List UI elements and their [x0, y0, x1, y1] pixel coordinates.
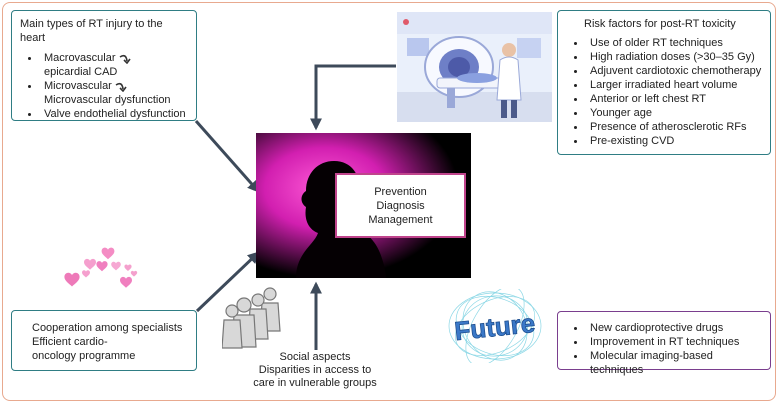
social-aspects-text: Social aspects Disparities in access to …	[230, 351, 400, 390]
list-item: Younger age	[586, 106, 762, 120]
future-directions-list: New cardioprotective drugs Improvement i…	[566, 321, 762, 377]
list-item: Improvement in RT techniques	[586, 335, 762, 349]
curved-arrow-icon	[119, 54, 131, 65]
risk-factors-box: Risk factors for post-RT toxicity Use of…	[557, 10, 771, 155]
risk-factors-title: Risk factors for post-RT toxicity	[584, 18, 736, 30]
list-item: Adjuvent cardiotoxic chemotherapy	[586, 64, 762, 78]
radiotherapy-room-illustration	[397, 12, 552, 122]
future-graphic: Future	[448, 289, 542, 363]
cooperation-line: Cooperation among specialists	[32, 322, 183, 334]
list-item: Microvascular Microvascular dysfunction	[40, 79, 188, 107]
list-item: High radiation doses (>30–35 Gy)	[586, 50, 762, 64]
center-line-diagnosis: Diagnosis	[376, 200, 425, 212]
list-item: Molecular imaging-based techniques	[586, 349, 762, 377]
rt-injury-types-title: Main types of RT injury to the heart	[20, 18, 163, 44]
social-line: Social aspects	[279, 351, 351, 363]
list-item-text: epicardial CAD	[44, 66, 118, 78]
diagram-frame	[2, 2, 776, 401]
list-item-text: Microvascular	[44, 80, 112, 92]
list-item: Pre-existing CVD	[586, 134, 762, 148]
list-item: New cardioprotective drugs	[586, 321, 762, 335]
prevention-diagnosis-management-box: Prevention Diagnosis Management	[335, 173, 466, 238]
people-group-icon	[222, 287, 281, 349]
list-item: Macrovascular epicardial CAD	[40, 51, 188, 79]
list-item: Anterior or left chest RT	[586, 92, 762, 106]
curved-arrow-icon	[115, 82, 127, 93]
social-line: care in vulnerable groups	[253, 377, 377, 389]
rt-injury-types-list: Macrovascular epicardial CAD Microvascul…	[20, 51, 188, 121]
list-item-text: Macrovascular	[44, 52, 116, 64]
center-line-management: Management	[368, 214, 433, 226]
arrow-cooperation-to-center	[195, 251, 260, 313]
cooperation-line: Efficient cardio-	[32, 336, 108, 348]
list-item: Presence of atherosclerotic RFs	[586, 120, 762, 134]
list-item: Use of older RT techniques	[586, 36, 762, 50]
arrow-injury-to-center	[194, 120, 260, 193]
risk-factors-list: Use of older RT techniques High radiatio…	[566, 36, 762, 148]
cooperation-line: oncology programme	[32, 350, 136, 362]
list-item-text: Microvascular dysfunction	[44, 94, 171, 106]
social-line: Disparities in access to	[258, 364, 372, 376]
future-directions-box: New cardioprotective drugs Improvement i…	[557, 311, 771, 376]
list-item: Valve endothelial dysfunction	[40, 107, 188, 121]
hearts-illustration	[64, 247, 138, 288]
future-word: Future	[453, 308, 537, 346]
center-line-prevention: Prevention	[374, 186, 427, 198]
rt-injury-types-box: Main types of RT injury to the heart Mac…	[11, 10, 197, 121]
list-item: Larger irradiated heart volume	[586, 78, 762, 92]
arrow-radiotherapy-to-center	[310, 64, 396, 131]
cooperation-box: Cooperation among specialists Efficient …	[11, 310, 197, 371]
